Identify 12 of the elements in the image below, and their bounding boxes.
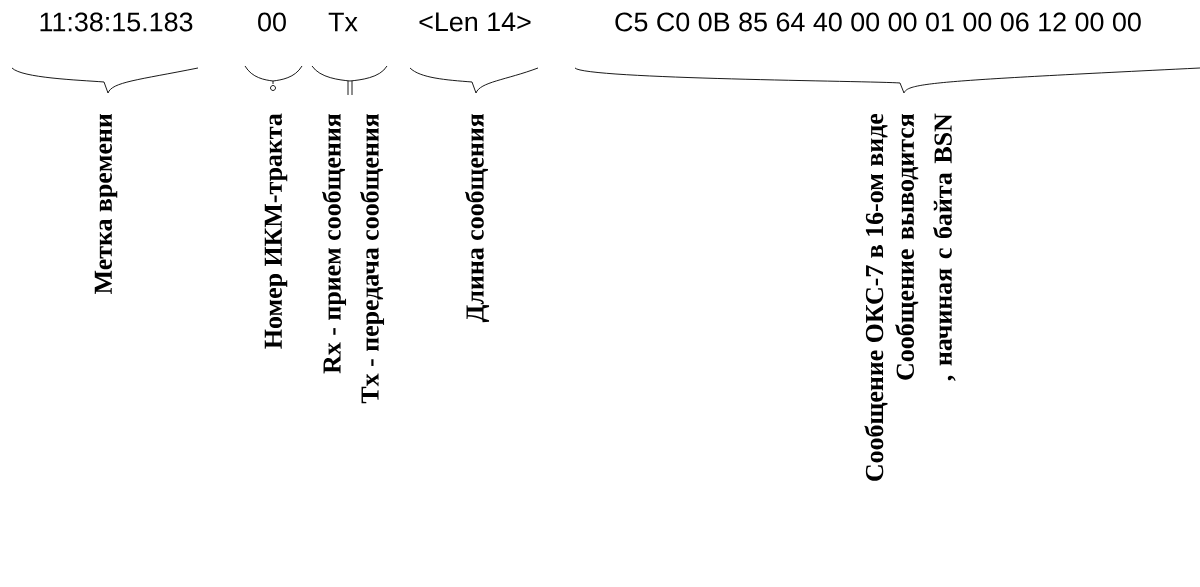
field-description: Tx - передача сообщения (359, 113, 385, 404)
field-description: Rx - прием сообщения (321, 113, 347, 374)
data-field: 00 (258, 12, 286, 32)
data-field: <Len 14> (419, 12, 531, 32)
field-description: Сообщение выводится , начиная с байта BSN (895, 113, 956, 381)
data-field: Tx (328, 12, 358, 32)
field-description: Номер ИКМ-тракта (264, 113, 288, 349)
data-field: 11:38:15.183 (40, 12, 193, 32)
field-description: Сообщение ОКС-7 в 16-ом виде (864, 113, 888, 481)
field-description: Длина сообщения (464, 113, 490, 323)
data-field: C5 C0 0B 85 64 40 00 00 01 00 06 12 00 00 (615, 12, 1141, 32)
field-description: Метка времени (94, 113, 118, 294)
